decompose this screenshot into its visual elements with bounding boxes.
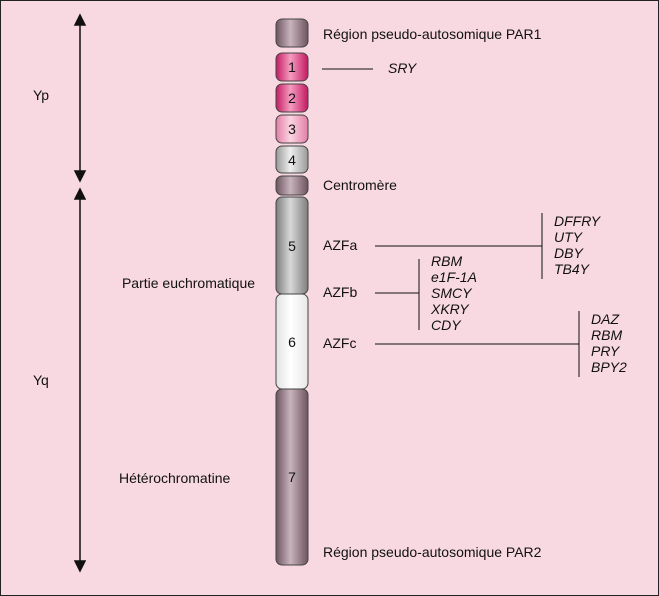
gene-tb4y: TB4Y <box>554 261 590 277</box>
segment-3-label: 3 <box>288 121 296 137</box>
gene-cdy: CDY <box>431 317 461 333</box>
par2-label: Région pseudo-autosomique PAR2 <box>323 544 542 560</box>
centromere-label: Centromère <box>323 177 397 193</box>
gene-dby: DBY <box>554 245 583 261</box>
gene-pry: PRY <box>591 343 620 359</box>
gene-e1f-1a: e1F-1A <box>431 269 477 285</box>
segment-2-label: 2 <box>288 90 296 106</box>
segment-4-label: 4 <box>288 151 296 168</box>
segment-6-label: 6 <box>288 333 296 350</box>
gene-rbm: RBM <box>431 253 463 269</box>
yp-label: Yp <box>33 87 50 103</box>
par1-label: Région pseudo-autosomique PAR1 <box>323 26 542 42</box>
band-7 <box>275 388 309 566</box>
band-par1 <box>275 18 309 48</box>
gene-smcy: SMCY <box>431 285 472 301</box>
band-4 <box>275 145 309 174</box>
azfb-label: AZFb <box>323 284 358 300</box>
euchromatic-label: Partie euchromatique <box>121 275 256 291</box>
band-centromere <box>275 175 309 196</box>
azfc-label: AZFc <box>323 335 357 351</box>
gene-uty: UTY <box>554 229 582 245</box>
yp-arrow <box>73 13 87 183</box>
yq-label: Yq <box>33 372 49 388</box>
sry-label: SRY <box>388 60 417 76</box>
gene-xkry: XKRY <box>431 301 469 317</box>
gene-rbm-c: RBM <box>591 327 623 343</box>
azfc-gene-list: DAZ RBM PRY BPY2 <box>591 311 627 375</box>
gene-bpy2: BPY2 <box>591 359 627 375</box>
band-2 <box>275 83 309 113</box>
band-3 <box>275 114 309 144</box>
azfa-label: AZFa <box>323 237 358 253</box>
yq-arrow <box>73 187 87 573</box>
heterochromatin-label: Hétérochromatine <box>119 470 231 486</box>
segment-5-label: 5 <box>288 237 296 254</box>
gene-daz: DAZ <box>591 311 619 327</box>
band-1 <box>275 52 309 82</box>
azfa-gene-list: DFFRY UTY DBY TB4Y <box>554 213 600 277</box>
gene-dffry: DFFRY <box>554 213 601 229</box>
azfb-gene-list: RBM e1F-1A SMCY XKRY CDY <box>431 253 477 333</box>
segment-7-label: 7 <box>288 469 296 485</box>
segment-1-label: 1 <box>288 59 296 75</box>
